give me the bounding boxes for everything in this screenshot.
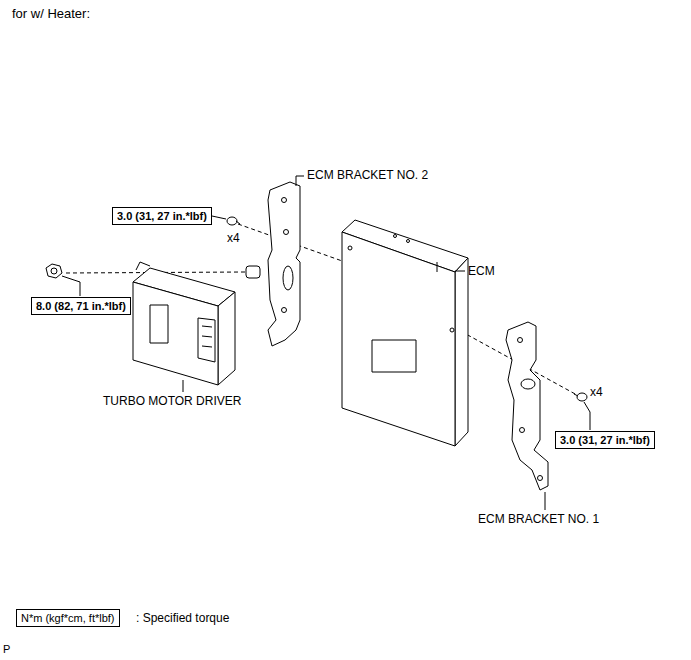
nut [46, 264, 62, 278]
torque-value: 3.0 (31, 27 in.*lbf) [117, 210, 207, 222]
bolt [227, 217, 240, 225]
part-label: TURBO MOTOR DRIVER [103, 394, 241, 408]
part-label: P [3, 643, 10, 655]
turbo-motor-driver-illustration [133, 262, 235, 385]
stud [246, 266, 260, 278]
leader-line [62, 176, 590, 510]
part-label: ECM BRACKET NO. 2 [307, 168, 428, 182]
part-label: ECM [468, 264, 495, 278]
heading: for w/ Heater: [12, 6, 90, 21]
torque-box: 8.0 (82, 71 in.*lbf) [31, 297, 131, 315]
torque-value: 8.0 (82, 71 in.*lbf) [36, 300, 126, 312]
part-label: x4 [227, 231, 240, 245]
ecm-bracket-1 [506, 322, 548, 490]
assembly-line [66, 224, 577, 395]
torque-box: 3.0 (31, 27 in.*lbf) [555, 431, 655, 449]
torque-value: 3.0 (31, 27 in.*lbf) [560, 434, 650, 446]
ecm-illustration [342, 220, 468, 446]
torque-box: 3.0 (31, 27 in.*lbf) [112, 207, 212, 225]
unit-box: N*m (kgf*cm, ft*lbf) [16, 609, 120, 627]
torque-value: N*m (kgf*cm, ft*lbf) [21, 612, 115, 624]
part-label: x4 [590, 385, 603, 399]
part-label: : Specified torque [136, 611, 229, 625]
part-label: ECM BRACKET NO. 1 [478, 512, 599, 526]
ecm-bracket-2 [268, 182, 300, 346]
bolt [574, 393, 587, 401]
